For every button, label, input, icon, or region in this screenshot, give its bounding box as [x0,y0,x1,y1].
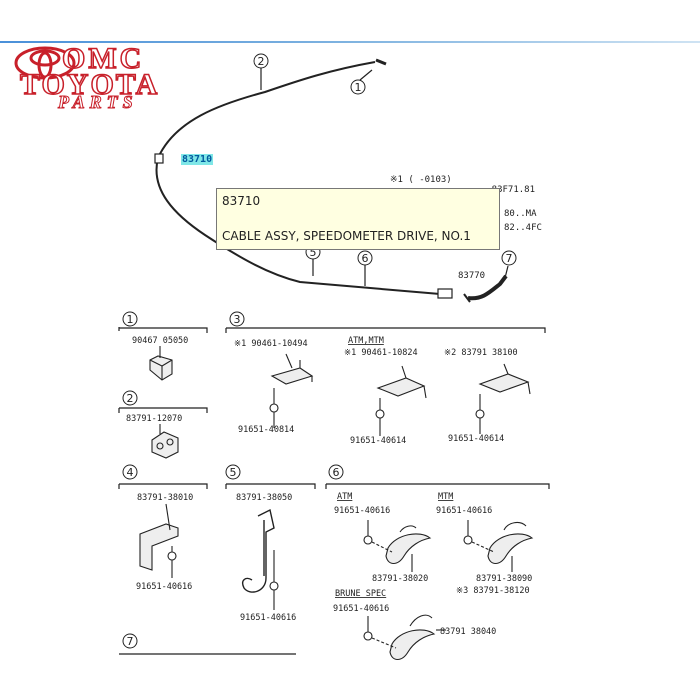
logo-toyota: TOYOTA [19,67,160,102]
p6-bolt-a: 91651-40616 [334,506,390,516]
callout-2-circle [253,53,269,69]
callout-2: 2 [258,55,265,68]
p6-brune-label: BRUNE SPEC [335,589,386,599]
omc-toyota-parts-logo: OMC TOYOTA PARTS [14,41,234,113]
cable-grommet [154,153,164,164]
p6-bolt-c: 91651-40616 [333,604,389,614]
panel-1-bracket [118,327,208,333]
highlighted-part-83710[interactable]: 83710 [181,154,214,165]
top-accent-line [0,41,700,43]
note-line-1: ※1 ( -0103) [390,175,452,185]
callout-7-circle [501,250,517,266]
tooltip-part-name: CABLE ASSY, SPEEDOMETER DRIVE, NO.1 [222,229,471,243]
p2-part: 83791-12070 [126,414,182,424]
bracket-a-drawing [269,353,314,428]
panel-2-number: 2 [127,392,134,405]
panel-3-number: 3 [234,313,241,326]
p5-bolt: 91651-40616 [240,613,296,623]
clip-83791-38020-drawing [363,520,432,572]
clip-90467-drawing [149,346,173,381]
callout-1: 1 [355,81,362,94]
panel-4-number: 4 [127,466,134,479]
callout-1-circle [350,79,366,95]
p3-header-b: ※1 90461-10824 [344,348,418,358]
panel-3-bracket [225,327,546,333]
panel-6-number: 6 [333,466,340,479]
callout-5: 5 [310,246,317,259]
p3-bolt-a: 91651-40814 [238,425,294,435]
p6-clip-a: 83791-38020 [372,574,428,584]
callout-7: 7 [506,252,513,265]
hook-83791-38050-drawing [242,508,279,610]
p3-header-c: ※2 83791 38100 [444,348,518,358]
note-line-4: 82..4FC [504,223,542,233]
part-83770-label: 83770 [458,271,485,281]
clip-83791-38040-drawing [363,614,446,661]
p5-part: 83791-38050 [236,493,292,503]
p6-bolt-b: 91651-40616 [436,506,492,516]
p6-clip-c: ※3 83791-38120 [456,586,530,596]
panel-7-number: 7 [127,635,134,648]
clip-83791-38090-drawing [463,520,534,572]
clamp-83791-12070-drawing [151,424,179,459]
p3-bolt-c: 91651-40614 [448,434,504,444]
p3-header-b-label: ATM,MTM [348,336,384,346]
cable-end-top [375,58,387,66]
tooltip-part-number: 83710 [222,194,261,208]
bracket-b-drawing [375,365,427,436]
panel-6-bracket [325,483,550,489]
logo-parts: PARTS [58,92,138,113]
p6-clip-d: 83791 38040 [440,627,496,637]
panel-5-number: 5 [230,466,237,479]
cable-elbow-83770 [467,274,508,301]
p6-atm-label: ATM [337,492,352,502]
panel-5-bracket [225,483,316,489]
note-line-3: 80..MA [504,209,537,219]
callout-6-circle [357,250,373,266]
toyota-emblem-icon [14,46,76,80]
callout-6: 6 [362,252,369,265]
bracket-c-drawing [475,363,531,434]
cable-end-fitting [437,288,453,299]
panel-4-bracket [118,483,208,489]
panel-1-number: 1 [127,313,134,326]
p4-part: 83791-38010 [137,493,193,503]
part-tooltip: 83710 CABLE ASSY, SPEEDOMETER DRIVE, NO.… [216,188,500,250]
note-line-2: ... 83F71.81 [470,185,535,195]
p6-mtm-label: MTM [438,492,453,502]
p4-bolt: 91651-40616 [136,582,192,592]
p6-clip-b: 83791-38090 [476,574,532,584]
bracket-83791-38010-drawing [139,503,179,578]
panel-2-bracket [118,407,208,413]
p3-header-a: ※1 90461-10494 [234,339,308,349]
p1-part: 90467 05050 [132,336,188,346]
logo-omc: OMC [61,41,145,76]
p3-bolt-b: 91651-40614 [350,436,406,446]
